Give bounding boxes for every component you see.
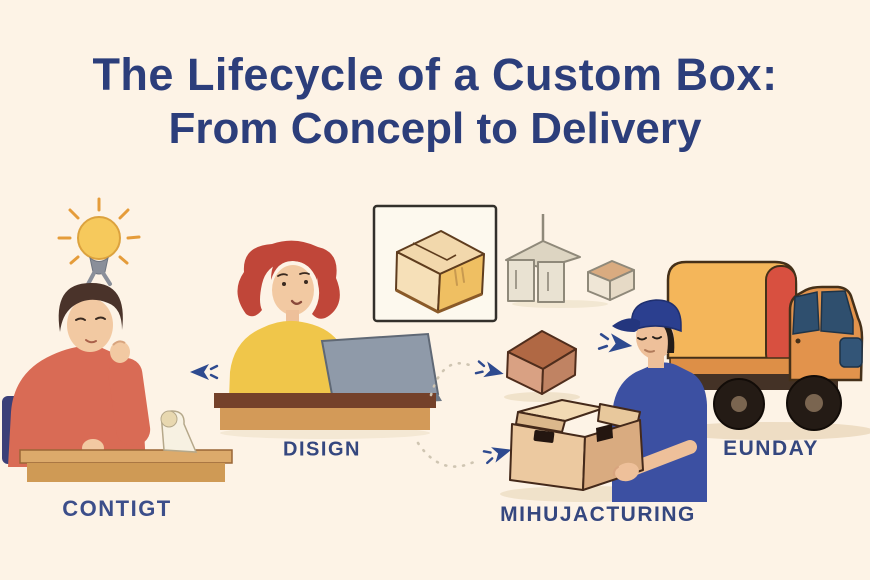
man-head: [58, 282, 123, 352]
desk-left: [19, 449, 233, 482]
arrow-right-icon: [474, 360, 504, 378]
arrow-right-icon: [597, 333, 633, 353]
dashed-arc-bottom: [416, 441, 480, 468]
thinking-man-illustration: [2, 282, 233, 482]
machine-sketch-illustration: [505, 214, 581, 303]
stage-label-manufacturing: MIHUJACTURING: [500, 503, 696, 526]
delivery-man-hand: [612, 462, 639, 482]
arrow-left-icon: [190, 364, 219, 380]
designer-illustration: [214, 240, 442, 430]
cardboard-box-medium: [506, 330, 577, 395]
stage-label-delivery: EUNDAY: [723, 437, 819, 460]
truck-wheels: [713, 375, 842, 431]
desk-design: [214, 393, 436, 430]
stage-label-design: DISIGN: [283, 438, 361, 461]
stage-label-concept: CONTIGT: [62, 496, 172, 521]
dashed-arc-top: [429, 361, 474, 397]
box-design-frame: [372, 204, 498, 323]
desk-lamp-icon: [160, 410, 198, 453]
delivery-truck-illustration: [666, 260, 864, 431]
lightbulb-icon: [57, 197, 141, 290]
title-line-1: The Lifecycle of a Custom Box:: [92, 49, 778, 100]
sketch-box-icon: [587, 260, 635, 301]
flow-arrows: [190, 333, 633, 468]
page-title: The Lifecycle of a Custom Box: From Conc…: [0, 52, 870, 151]
title-line-2: From Concepl to Delivery: [168, 104, 702, 153]
cap-icon: [612, 299, 682, 333]
arrow-right-icon: [482, 447, 512, 465]
